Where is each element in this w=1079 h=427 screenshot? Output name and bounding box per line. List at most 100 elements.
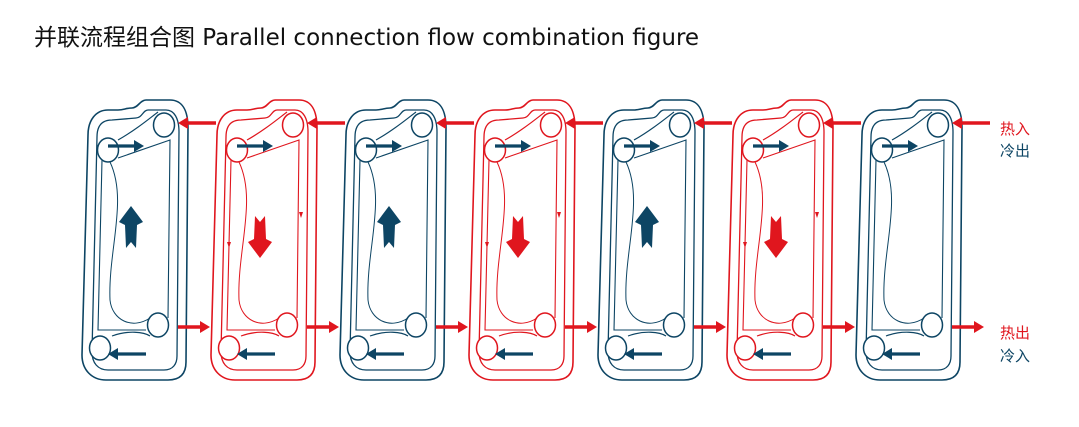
channel-line xyxy=(762,139,816,319)
gasket-line xyxy=(369,331,409,337)
port-hole xyxy=(791,312,815,338)
port-hole xyxy=(152,112,176,138)
port-hole xyxy=(225,137,249,163)
plate-7-cold xyxy=(855,99,990,381)
plate-outline xyxy=(81,99,189,381)
hot-in-label: 热入 xyxy=(1000,120,1030,138)
port-hole xyxy=(862,335,886,361)
cold-out-arrow-head xyxy=(650,140,660,152)
port-hole xyxy=(275,312,299,338)
cold-out-label: 冷出 xyxy=(1000,142,1030,160)
plate-inner-outline xyxy=(220,109,309,371)
hot-out-arrow-head xyxy=(845,321,855,333)
flow-down-arrow xyxy=(506,216,530,258)
port-labels: 热入 冷出 热出 冷入 xyxy=(1000,120,1030,365)
hot-in-arrow-head xyxy=(694,117,704,129)
plates-layer xyxy=(81,99,990,381)
port-hole xyxy=(612,137,636,163)
channel-line xyxy=(117,139,171,319)
flow-tick xyxy=(485,242,489,248)
flow-up-arrow xyxy=(119,206,143,248)
hot-in-arrow-head xyxy=(307,117,317,129)
flow-tick xyxy=(743,242,747,248)
channel-line xyxy=(754,161,796,324)
plate-inner-outline xyxy=(91,109,180,371)
cold-out-arrow-head xyxy=(521,140,531,152)
cold-out-arrow-head xyxy=(263,140,273,152)
plate-4-hot xyxy=(468,99,603,381)
port-hole xyxy=(870,137,894,163)
plate-inner-outline xyxy=(349,109,438,371)
flow-down-arrow xyxy=(248,216,272,258)
channel-line xyxy=(238,161,280,324)
plate-3-cold xyxy=(339,99,474,381)
plate-1-cold xyxy=(81,99,216,381)
plate-inner-outline xyxy=(865,109,954,371)
plate-6-hot xyxy=(726,99,861,381)
port-hole xyxy=(920,312,944,338)
port-hole xyxy=(475,335,499,361)
port-hole xyxy=(217,335,241,361)
gasket-line xyxy=(762,111,804,141)
flow-up-arrow xyxy=(377,206,401,248)
plate-outline xyxy=(468,99,576,381)
flow-up-arrow xyxy=(635,206,659,248)
channel-line xyxy=(375,139,429,319)
channel-line xyxy=(226,159,275,331)
port-hole xyxy=(96,137,120,163)
plate-outline xyxy=(339,99,447,381)
channel-line xyxy=(97,159,146,331)
channel-line xyxy=(883,161,925,324)
port-hole xyxy=(539,112,563,138)
hot-in-arrow-head xyxy=(823,117,833,129)
cold-in-arrow-head xyxy=(882,348,892,360)
hot-out-arrow-head xyxy=(329,321,339,333)
port-hole xyxy=(404,312,428,338)
hot-in-arrow-head xyxy=(952,117,962,129)
cold-in-arrow-head xyxy=(495,348,505,360)
gasket-line xyxy=(756,331,796,337)
port-hole xyxy=(281,112,305,138)
hot-out-arrow-head xyxy=(458,321,468,333)
channel-line xyxy=(742,159,791,331)
port-hole xyxy=(926,112,950,138)
port-hole xyxy=(733,335,757,361)
cold-in-arrow-head xyxy=(237,348,247,360)
gasket-line xyxy=(111,331,151,337)
flow-tick xyxy=(227,242,231,248)
port-hole xyxy=(533,312,557,338)
hot-out-arrow-head xyxy=(974,321,984,333)
gasket-line xyxy=(240,331,280,337)
channel-line xyxy=(355,159,404,331)
plate-5-cold xyxy=(597,99,732,381)
cold-in-label: 冷入 xyxy=(1000,347,1030,365)
channel-line xyxy=(496,161,538,324)
plate-2-hot xyxy=(210,99,345,381)
plate-outline xyxy=(855,99,963,381)
port-hole xyxy=(354,137,378,163)
channel-line xyxy=(109,161,151,324)
port-hole xyxy=(88,335,112,361)
flow-tick xyxy=(299,212,303,218)
hot-out-arrow-head xyxy=(587,321,597,333)
channel-line xyxy=(633,139,687,319)
channel-line xyxy=(871,159,920,331)
channel-line xyxy=(504,139,558,319)
cold-in-arrow-head xyxy=(108,348,118,360)
channel-line xyxy=(246,139,300,319)
channel-line xyxy=(625,161,667,324)
channel-line xyxy=(613,159,662,331)
plate-inner-outline xyxy=(478,109,567,371)
channel-line xyxy=(484,159,533,331)
cold-out-arrow-head xyxy=(779,140,789,152)
plate-inner-outline xyxy=(607,109,696,371)
gasket-line xyxy=(885,331,925,337)
cold-out-arrow-head xyxy=(908,140,918,152)
port-hole xyxy=(797,112,821,138)
flow-tick xyxy=(557,212,561,218)
gasket-line xyxy=(246,111,288,141)
gasket-line xyxy=(117,111,159,141)
port-hole xyxy=(146,312,170,338)
port-hole xyxy=(604,335,628,361)
